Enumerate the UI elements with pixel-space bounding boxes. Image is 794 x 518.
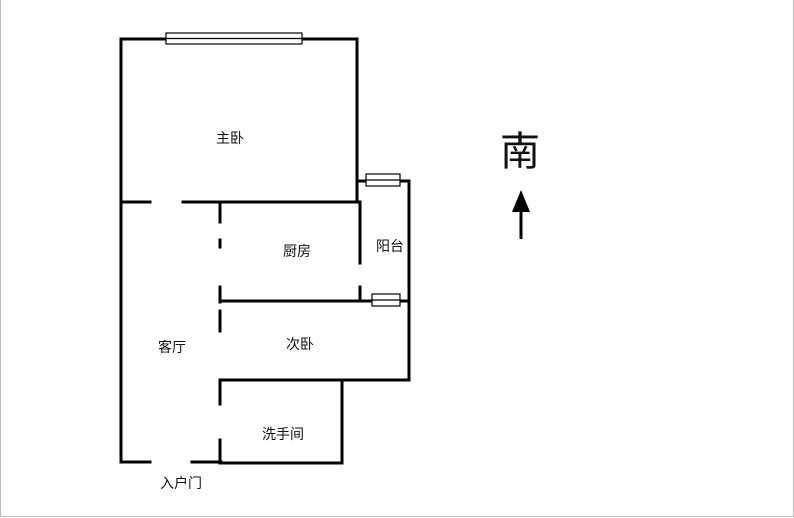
compass-label: 南 bbox=[500, 129, 540, 175]
room-label-bathroom: 洗手间 bbox=[262, 427, 304, 443]
balcony-walls bbox=[355, 179, 411, 382]
balcony-window bbox=[365, 173, 401, 187]
balcony-door-window bbox=[371, 293, 401, 307]
master-bedroom-window bbox=[165, 32, 303, 45]
living-room-walls bbox=[119, 200, 223, 464]
room-label-living-room: 客厅 bbox=[158, 339, 186, 356]
room-label-kitchen: 厨房 bbox=[283, 244, 311, 260]
room-label-entrance: 入户门 bbox=[160, 475, 202, 492]
north-arrow-icon bbox=[512, 190, 530, 239]
bathroom-walls bbox=[218, 378, 344, 465]
master-bedroom-walls bbox=[119, 37, 359, 204]
room-label-second-bedroom: 次卧 bbox=[286, 337, 314, 353]
room-label-master-bedroom: 主卧 bbox=[216, 131, 244, 147]
room-label-balcony: 阳台 bbox=[376, 239, 404, 255]
